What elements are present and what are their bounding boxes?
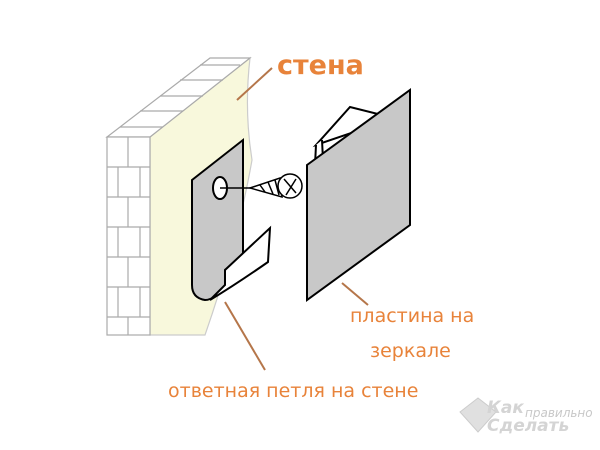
logo-word-1: Как [487,398,524,418]
plate-label-line1: пластина на [350,305,475,327]
leader-lines [224,67,369,371]
site-logo: Как правильно Сделать [455,398,595,444]
loop-label: ответная петля на стене [168,380,419,402]
mirror-plate [306,88,411,302]
plate-label-line2: зеркале [370,340,451,362]
logo-icon [459,397,497,433]
wall-loop-bracket [191,137,272,302]
wall-label: стена [277,50,364,81]
logo-word-2: правильно [525,406,593,420]
logo-word-3: Сделать [487,416,570,436]
screw-icon [220,173,303,199]
